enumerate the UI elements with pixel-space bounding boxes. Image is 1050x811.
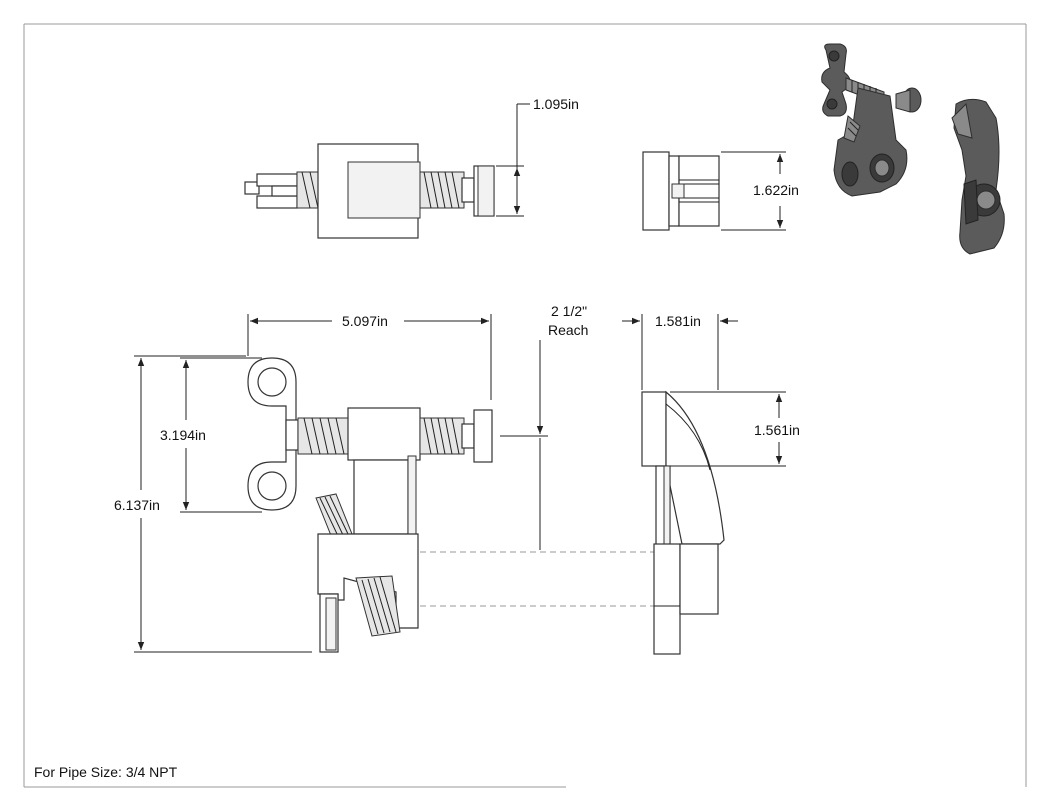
iso-render-jaw [951,98,1005,255]
dim-label-top-pad: 1.095in [533,96,579,112]
top-neck [461,177,475,203]
dim-label-overall-length: 5.097in [342,313,388,329]
front-lower-teeth [355,575,401,637]
dim-jaw-height: 1.561in [670,391,800,467]
top-body-boss [347,161,421,219]
front-threads-left [297,417,351,455]
dim-label-side-height: 1.622in [753,182,799,198]
projection-lines [420,551,660,607]
end-view-plate [642,151,670,231]
dim-label-reach-value: 2 1/2" [551,303,587,319]
front-body-middle [353,459,409,535]
pipe-size-note: For Pipe Size: 3/4 NPT [34,764,178,780]
top-threads-right [419,171,465,209]
dim-reach: 2 1/2" Reach [500,303,588,550]
top-handle-wing-upper [256,173,298,187]
dim-label-reach-text: Reach [548,322,588,338]
dim-label-jaw-height: 1.561in [754,422,800,438]
side-view-foot [653,543,681,655]
dim-label-overall-height: 6.137in [114,497,160,513]
front-view [247,357,493,653]
side-view-jaw [665,390,725,545]
top-handle-hub [271,185,298,197]
front-wing-handle [247,357,299,511]
front-pad [473,409,493,463]
front-body-upper [347,407,421,461]
dim-overall-length: 5.097in [247,313,492,400]
side-view [641,390,725,655]
iso-render-assembly [821,43,922,197]
end-view: 1.622in [642,151,799,231]
front-threads-right [419,417,465,455]
top-view: 1.095in [244,96,579,239]
front-ratchet-teeth [315,493,353,539]
top-handle-tip [244,181,260,195]
side-view-lower-block [679,543,719,615]
top-handle-wing-lower [256,195,298,209]
side-view-pad [641,391,667,467]
dim-label-depth: 1.581in [655,313,701,329]
dim-top-pad: 1.095in [496,96,579,217]
dim-side-height: 1.622in [721,151,799,231]
dim-overall-height: 6.137in [114,355,312,653]
dim-handle-span: 3.194in [160,357,262,513]
sheet-border [23,23,1027,788]
dim-label-handle-span: 3.194in [160,427,206,443]
end-view-jaw [678,155,720,227]
dim-depth: 1.581in [622,313,738,390]
